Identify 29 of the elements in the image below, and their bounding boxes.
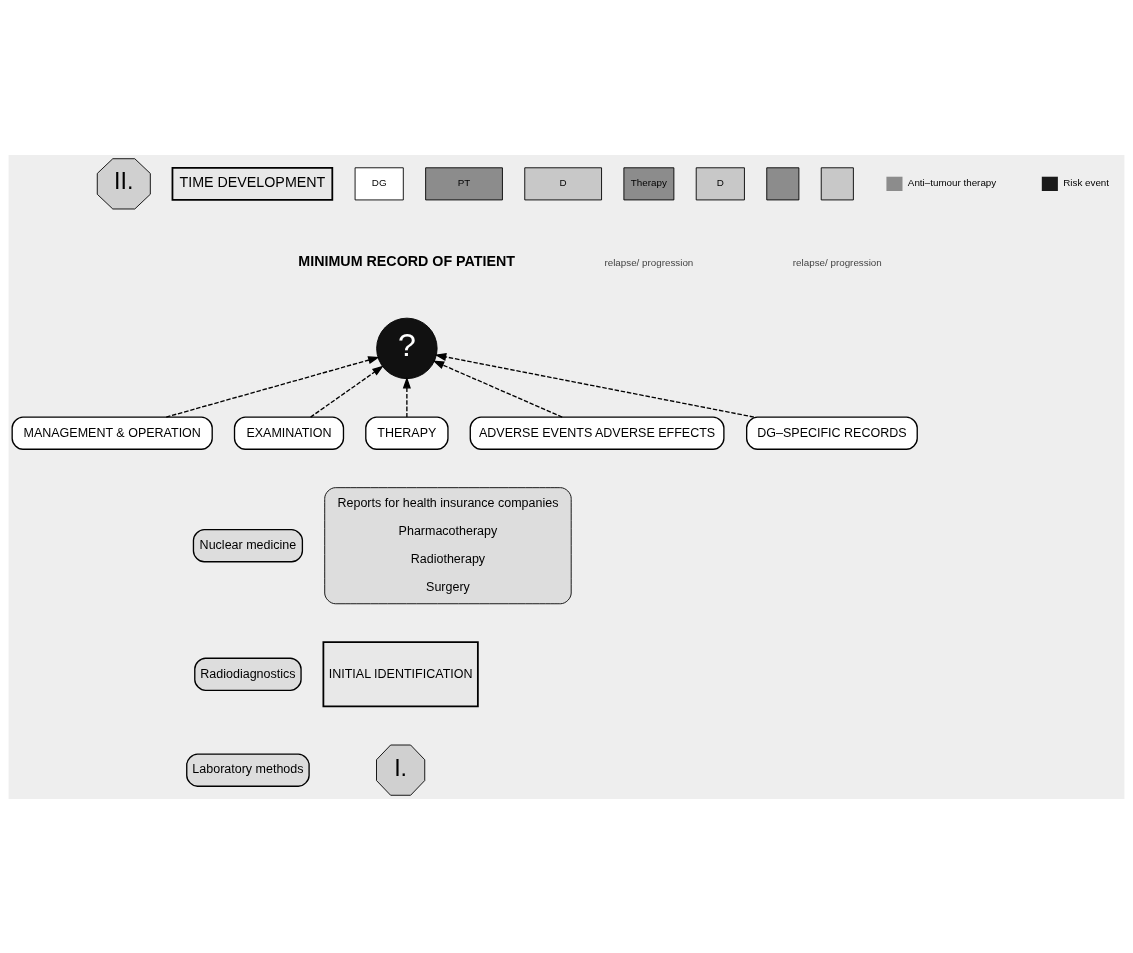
legend-label: Anti–tumour therapy — [907, 176, 997, 188]
node-box — [766, 166, 800, 200]
node-box: DG — [354, 166, 404, 200]
node-box: MANAGEMENT & OPERATION — [11, 415, 213, 450]
node-box: Nuclear medicine — [192, 528, 304, 562]
node-box: EXAMINATION — [233, 415, 345, 450]
node-box: INITIAL IDENTIFICATION — [322, 640, 479, 707]
node-box: Therapy — [623, 166, 675, 200]
node-box: Laboratory methods — [186, 752, 310, 787]
node-box: THERAPY — [365, 415, 449, 450]
node-box: PT — [425, 166, 503, 200]
arrow — [432, 360, 563, 418]
label: relapse/ progression — [792, 256, 882, 268]
node-box: ADVERSE EVENTS ADVERSE EFFECTS — [469, 415, 725, 450]
node-box: DG–SPECIFIC RECORDS — [746, 415, 918, 450]
node-box — [820, 166, 854, 200]
node-box: TIME DEVELOPMENT — [171, 166, 334, 201]
arrow — [309, 365, 384, 418]
node-box: D — [695, 166, 745, 200]
node-label: MINIMUM RECORD OF PATIENT — [298, 252, 515, 269]
arrow — [434, 352, 755, 418]
node-box: Reports for health insurance companies Pharmacotherapy Radiotherapy Surgery — [324, 486, 572, 604]
arrow — [402, 376, 411, 418]
label: relapse/ progression — [604, 256, 694, 268]
node-circle: ? — [376, 317, 438, 379]
node-box: D — [524, 166, 602, 200]
legend-label: Risk event — [1063, 176, 1110, 188]
arrow — [165, 355, 380, 418]
node-box: Radiodiagnostics — [194, 657, 302, 691]
